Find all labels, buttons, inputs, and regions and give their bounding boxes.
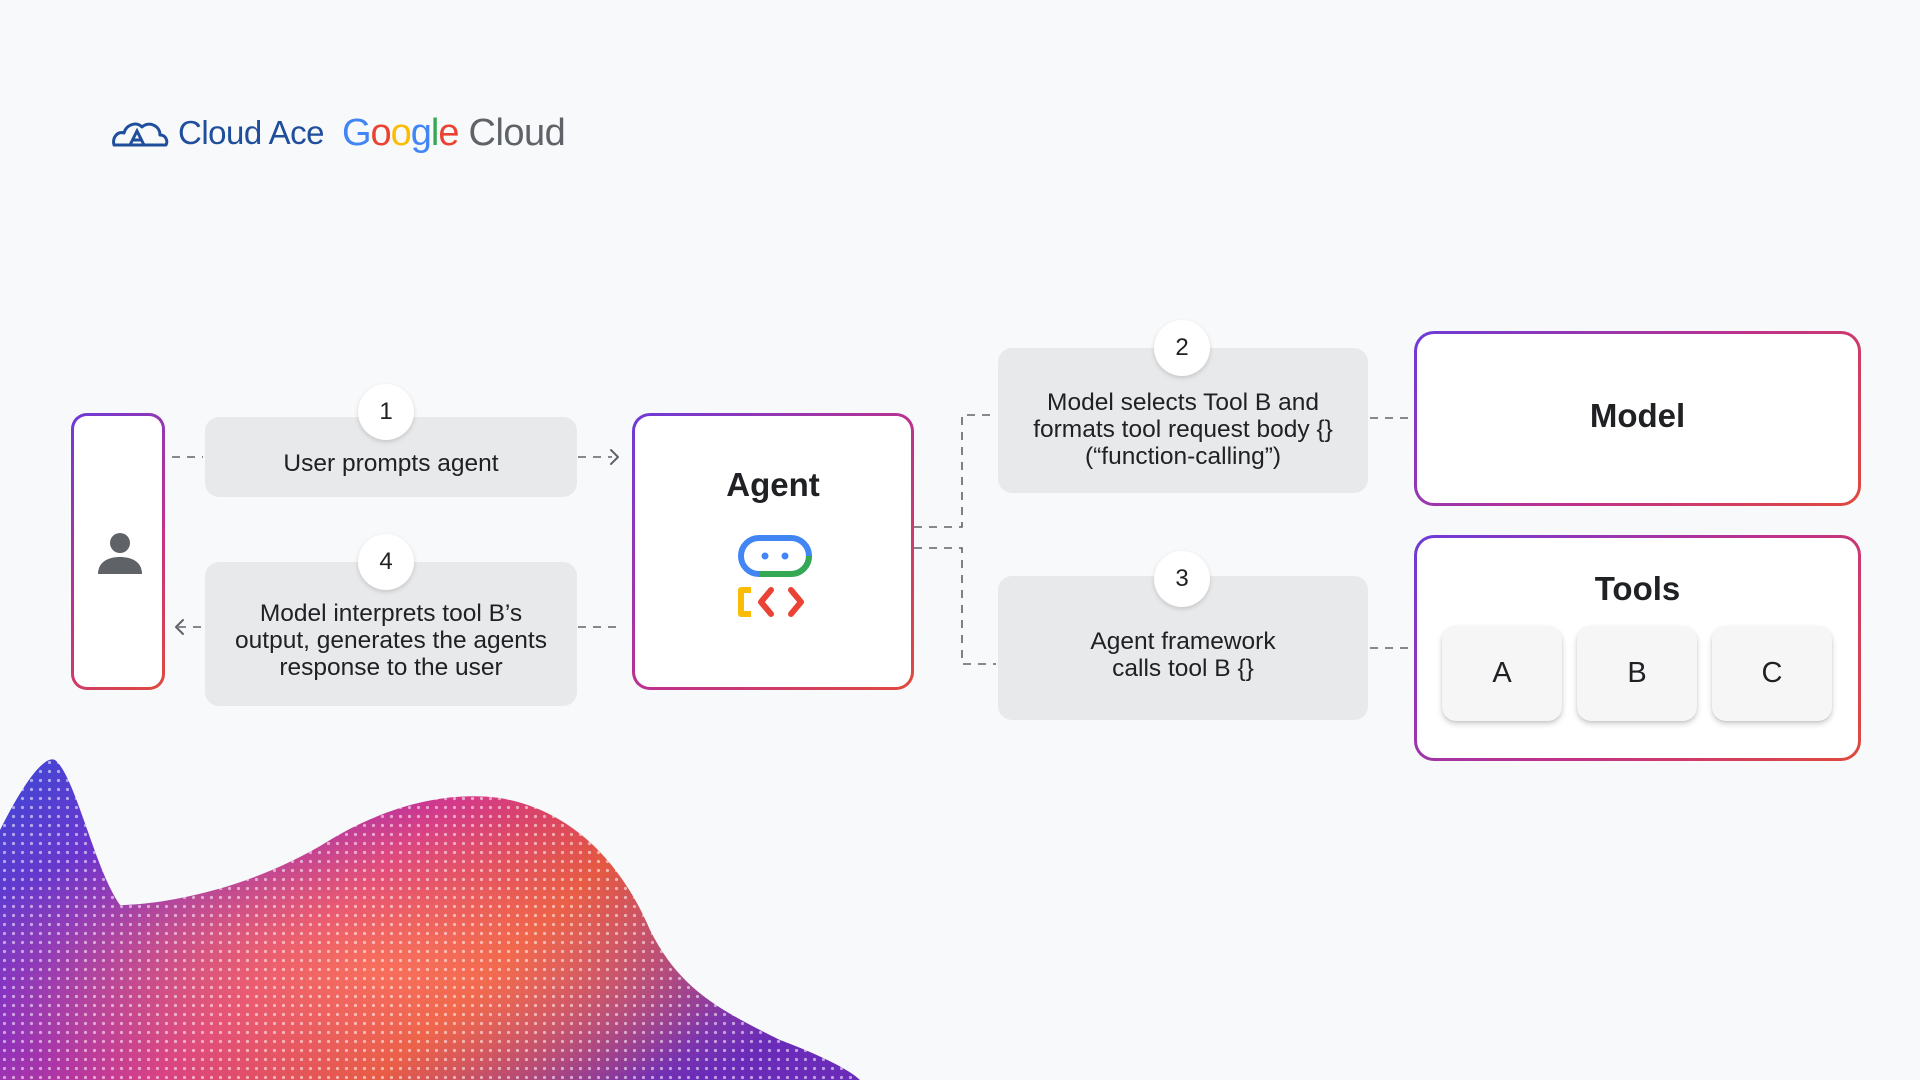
google-letter: o [370,111,392,154]
arrowhead-left-icon [175,619,184,635]
user-node [71,413,165,690]
step-4-text: Model interprets tool B’s output, genera… [235,599,547,681]
tool-chip-b: B [1577,626,1697,721]
step-3-badge: 3 [1154,551,1210,607]
tool-chip-a: A [1442,626,1562,721]
google-letter: l [430,111,440,154]
cloud-ace-logo-icon [112,122,169,147]
agent-title: Agent [726,466,820,503]
step-3-text: Agent framework calls tool B {} [1090,628,1276,682]
cloud-ace-wordmark: Cloud Ace [178,114,324,151]
step-2-badge: 2 [1154,320,1210,376]
step-4-panel: Model interprets tool B’s output, genera… [205,562,577,706]
connector-agent-to-step3 [914,547,996,665]
tools-title: Tools [1594,570,1681,607]
tools-node: Tools A B C [1414,535,1861,761]
step-1-badge: 1 [358,384,414,440]
google-letter: G [341,111,372,154]
agent-bot-code-icon [738,535,812,617]
google-letter: e [438,111,459,154]
google-letter: o [390,111,412,154]
google-wordmark: Google [341,111,460,155]
tool-chip-c: C [1712,626,1832,721]
header-logo: Cloud Ace Google Cloud [110,108,566,158]
step-2-panel: Model selects Tool B and formats tool re… [998,348,1368,493]
connector-agent-to-step2 [914,414,996,528]
step-1-text: User prompts agent [283,449,499,477]
agent-node: Agent [632,413,914,690]
model-title: Model [1589,397,1686,434]
step-2-text: Model selects Tool B and formats tool re… [1033,389,1333,470]
decorative-wave-art [0,759,860,1080]
arrowhead-right-icon [610,449,619,465]
google-cloud-wordmark: Cloud [468,111,566,154]
step-4-badge: 4 [358,534,414,590]
model-node: Model [1414,331,1861,506]
person-icon [98,533,142,574]
google-letter: g [410,111,432,154]
